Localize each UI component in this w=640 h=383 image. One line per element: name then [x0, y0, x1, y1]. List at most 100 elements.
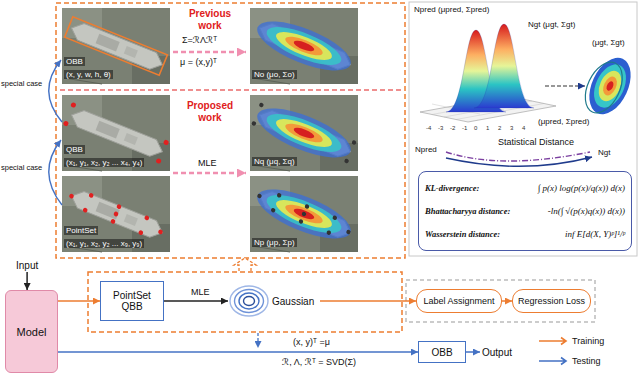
formula-row: Wasserstein distance: inf E[d(X, Y)ᵖ]¹/ᵖ [425, 229, 625, 239]
gaussian-contour [239, 293, 259, 309]
gaussian-contour [244, 297, 255, 306]
formula-row: Bhattacharyya distance: -ln(∫ √(p(x)q(x))… [425, 206, 625, 216]
distribution-label: Npred (μpred, Σpred) [414, 5, 489, 14]
gaussian-label: No (μo, Σo) [252, 70, 297, 79]
formula-text: μ = (x,y)ᵀ [180, 57, 217, 67]
gaussian-node: Gaussian [228, 281, 320, 321]
output-text: Output [480, 344, 514, 360]
gaussian-contour [235, 290, 264, 313]
connector [320, 300, 416, 302]
node-text: Model [17, 326, 47, 338]
dashed-box [88, 272, 402, 332]
special-case-arrow [49, 140, 62, 205]
curve-label: Npred [415, 145, 437, 154]
node-text: OBB [431, 347, 452, 358]
distribution-label: Ngt (μgt, Σgt) [528, 20, 575, 29]
legend-item: Testing [538, 356, 601, 366]
testing-branch [257, 333, 258, 348]
image-label: QBB [64, 145, 85, 154]
annotation: Statistical Distance [498, 137, 574, 147]
process-box: Label Assignment [416, 289, 502, 313]
edge-label: (x, y)ᵀ =μ [292, 337, 331, 347]
parameter-label: (μgt, Σgt) [592, 38, 625, 47]
parameter-label: (μpred, Σpred) [538, 117, 589, 126]
formula-row: KL-divergence: ∫ p(x) log(p(x)/q(x)) d(x) [425, 183, 625, 193]
special-case-arrow [49, 60, 62, 122]
node-text: Label Assignment [423, 296, 494, 306]
formula-text: ℛ, Λ, ℛᵀ = SVD(Σ) [282, 357, 356, 367]
connector [164, 300, 228, 302]
model-box: Model [5, 290, 58, 373]
legend-text: Testing [572, 356, 601, 366]
image-label: (x₁, y₁, x₂, y₂ ... x₄, y₄) [64, 158, 144, 167]
legend-item: Training [538, 336, 604, 346]
axis-tick: -4 [426, 125, 431, 132]
legend-swatch [538, 336, 568, 346]
axis-tick: 3 [510, 125, 513, 132]
process-box: Regression Loss [512, 289, 591, 313]
curve-label: Ngt [598, 148, 610, 157]
satellite-image [62, 8, 170, 84]
node-text: Output [482, 347, 512, 358]
dashed-box [406, 280, 595, 322]
formula-text: Σ=ℛΛℛᵀ [182, 35, 217, 45]
gaussian-contour [230, 286, 268, 316]
conversion-arrow [173, 172, 246, 175]
distance-panel [409, 2, 637, 256]
node-text: -ln(∫ √(p(x)q(x)) d(x)) [548, 206, 625, 216]
satellite-image [250, 95, 358, 171]
work-tag: Proposed work [181, 100, 239, 123]
gaussian-heatmap [251, 99, 356, 168]
axis-tick: 0 [474, 125, 477, 132]
dashed-panel [56, 3, 405, 258]
pred-curve [446, 152, 590, 161]
obb-box [65, 17, 168, 76]
node-text: Bhattacharyya distance: [425, 206, 510, 216]
divider-line [60, 89, 402, 90]
node-text: Gaussian [272, 296, 314, 307]
node-text: inf E[d(X, Y)ᵖ]¹/ᵖ [565, 229, 625, 239]
node-text: Input [16, 260, 38, 271]
dashed-arrow [545, 85, 585, 86]
connector [502, 300, 512, 302]
connector [58, 300, 100, 302]
qbb-points [63, 102, 170, 165]
output-format-box: OBB [418, 341, 466, 363]
node-text: ∫ p(x) log(p(x)/q(x)) d(x) [538, 183, 625, 193]
image-label: (x, y, w, h, θ) [64, 70, 113, 79]
gaussian-icon [228, 281, 270, 321]
image-label: (x₁, y₁, x₂, y₂ ... x₉, y₉) [64, 239, 144, 248]
connector [466, 351, 480, 353]
qbb-points [251, 102, 357, 164]
axis-tick: -1 [462, 125, 467, 132]
edge-label: MLE [190, 287, 211, 297]
gaussian-label: Nq (μq, Σq) [252, 157, 297, 166]
formula-box: KL-divergence: ∫ p(x) log(p(x)/q(x)) d(x)… [418, 171, 632, 251]
node-text: Regression Loss [518, 296, 585, 306]
axis-tick: 4 [522, 125, 525, 132]
gaussian-heatmap [251, 180, 356, 249]
gaussian-label: Np (μp, Σp) [252, 238, 297, 247]
axis-tick: 2 [498, 125, 501, 132]
node-text: KL-divergence: [425, 183, 479, 193]
connector [58, 351, 418, 353]
legend-swatch [538, 356, 568, 366]
satellite-image [250, 8, 358, 84]
node-text: Wasserstein distance: [425, 229, 500, 239]
gaussian-heatmap [251, 12, 356, 81]
satellite-image [62, 176, 170, 252]
satellite-image [250, 176, 358, 252]
annotation: special case [1, 164, 42, 173]
axis-tick: -2 [450, 125, 455, 132]
satellite-image [62, 95, 170, 171]
axis-tick: 1 [486, 125, 489, 132]
node-text: PointSet QBB [105, 290, 159, 313]
input-format-box: PointSet QBB [100, 281, 164, 321]
3d-plot [420, 24, 556, 122]
pointset-points [254, 186, 355, 243]
gaussian-ellipses [578, 50, 639, 122]
legend-text: Training [572, 336, 604, 346]
legend-line [539, 358, 566, 365]
input-text: Input [14, 258, 40, 272]
